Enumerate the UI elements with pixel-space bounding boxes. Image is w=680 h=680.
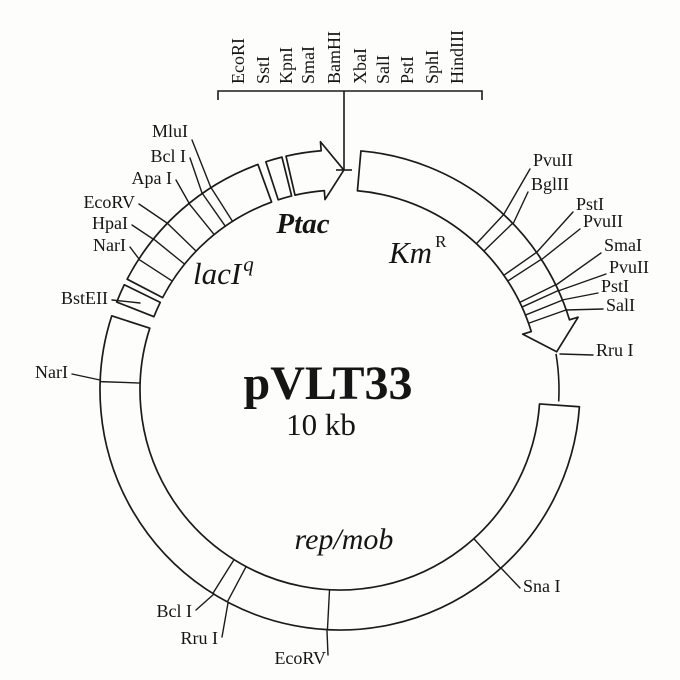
leader-line bbox=[565, 308, 604, 311]
leader-line bbox=[555, 252, 602, 286]
site-tick bbox=[507, 258, 542, 282]
laci-gene-label: lacIq bbox=[193, 252, 254, 291]
site-tick bbox=[166, 222, 197, 252]
site-label-smai: SmaI bbox=[604, 235, 642, 255]
site-label-rrui-east: Rru I bbox=[596, 340, 634, 360]
site-label-nari-west: NarI bbox=[35, 362, 68, 382]
site-tick bbox=[100, 380, 141, 384]
leader-line bbox=[138, 203, 168, 224]
site-label-psti-2: PstI bbox=[601, 276, 629, 296]
site-tick bbox=[326, 589, 331, 630]
leader-line bbox=[503, 168, 531, 215]
ptac-promoter-arrow bbox=[285, 140, 345, 201]
leader-line bbox=[536, 211, 574, 253]
left-connector-band bbox=[115, 283, 162, 318]
leader-line bbox=[195, 593, 215, 611]
mcs-enzyme-label: EcoRI bbox=[228, 38, 248, 84]
mcs-enzyme-label: SphI bbox=[422, 50, 442, 84]
mcs-enzyme-label: BamHI bbox=[324, 31, 344, 84]
mcs-enzyme-label: SalI bbox=[373, 55, 393, 84]
site-label-ecorv-bottom: EcoRV bbox=[274, 648, 326, 668]
site-tick bbox=[210, 187, 234, 222]
mcs-enzyme-label: XbaI bbox=[350, 48, 370, 84]
leader-line bbox=[175, 179, 190, 204]
site-tick bbox=[528, 309, 567, 324]
km-gene-arrow bbox=[356, 150, 579, 353]
mcs-enzyme-label: PstI bbox=[397, 56, 417, 84]
leader-line bbox=[111, 299, 141, 304]
site-label-rrui-lower: Rru I bbox=[181, 628, 219, 648]
site-tick bbox=[201, 192, 226, 227]
leader-line bbox=[540, 228, 581, 261]
site-label-bglii: BglII bbox=[531, 174, 569, 194]
ptac-label: Ptac bbox=[275, 208, 329, 240]
laci-gene-band bbox=[126, 163, 273, 299]
site-tick bbox=[153, 238, 186, 265]
site-tick bbox=[519, 284, 557, 303]
site-label-pvuii-3: PvuII bbox=[609, 257, 649, 277]
leader-line bbox=[512, 191, 529, 225]
site-label-snai: Sna I bbox=[523, 576, 561, 596]
site-tick bbox=[138, 258, 173, 282]
site-label-sali: SalI bbox=[606, 295, 635, 315]
leader-line bbox=[557, 273, 607, 292]
leader-line bbox=[559, 353, 594, 356]
site-label-mlui: MluI bbox=[152, 121, 188, 141]
leader-line bbox=[131, 224, 154, 240]
site-tick bbox=[226, 566, 247, 603]
site-tick bbox=[483, 222, 514, 252]
site-label-pvuii-2: PvuII bbox=[583, 211, 623, 231]
site-label-hpai: HpaI bbox=[92, 213, 128, 233]
leader-line bbox=[561, 292, 599, 301]
mcs-enzyme-label: KpnI bbox=[276, 47, 296, 84]
site-label-nari-upper: NarI bbox=[93, 235, 126, 255]
site-label-bcli-lower: Bcl I bbox=[157, 601, 193, 621]
mcs-bracket bbox=[217, 90, 483, 100]
leader-line bbox=[326, 630, 329, 656]
mcs-enzyme-label: HindIII bbox=[447, 30, 467, 84]
mcs-enzyme-label: SstI bbox=[253, 56, 273, 84]
backbone-gap-line bbox=[555, 353, 560, 402]
mcs-enzyme-label: SmaI bbox=[298, 46, 318, 84]
leader-line bbox=[500, 567, 521, 589]
site-label-apai: Apa I bbox=[132, 168, 172, 188]
plasmid-name: pVLT33 bbox=[244, 357, 413, 410]
site-tick bbox=[503, 251, 538, 276]
site-tick bbox=[521, 289, 559, 308]
site-label-bcli-upper: Bcl I bbox=[151, 146, 187, 166]
repmob-gene-band bbox=[99, 314, 581, 631]
site-label-ecorv-left: EcoRV bbox=[83, 192, 135, 212]
leader-line bbox=[189, 157, 203, 194]
plasmid-size: 10 kb bbox=[286, 407, 356, 442]
site-tick bbox=[475, 214, 505, 245]
repmob-label: rep/mob bbox=[295, 523, 394, 556]
ptac-connector-band bbox=[264, 156, 293, 201]
leader-line bbox=[129, 246, 140, 260]
leader-line bbox=[191, 139, 212, 189]
site-tick bbox=[212, 559, 235, 594]
leader-line bbox=[71, 373, 101, 381]
site-tick bbox=[525, 299, 563, 316]
site-tick bbox=[188, 203, 215, 236]
site-label-pvuii-1: PvuII bbox=[533, 150, 573, 170]
leader-line bbox=[221, 602, 229, 638]
site-label-bsteii: BstEII bbox=[61, 288, 108, 308]
site-label-psti-1: PstI bbox=[576, 194, 604, 214]
site-tick bbox=[473, 538, 502, 569]
